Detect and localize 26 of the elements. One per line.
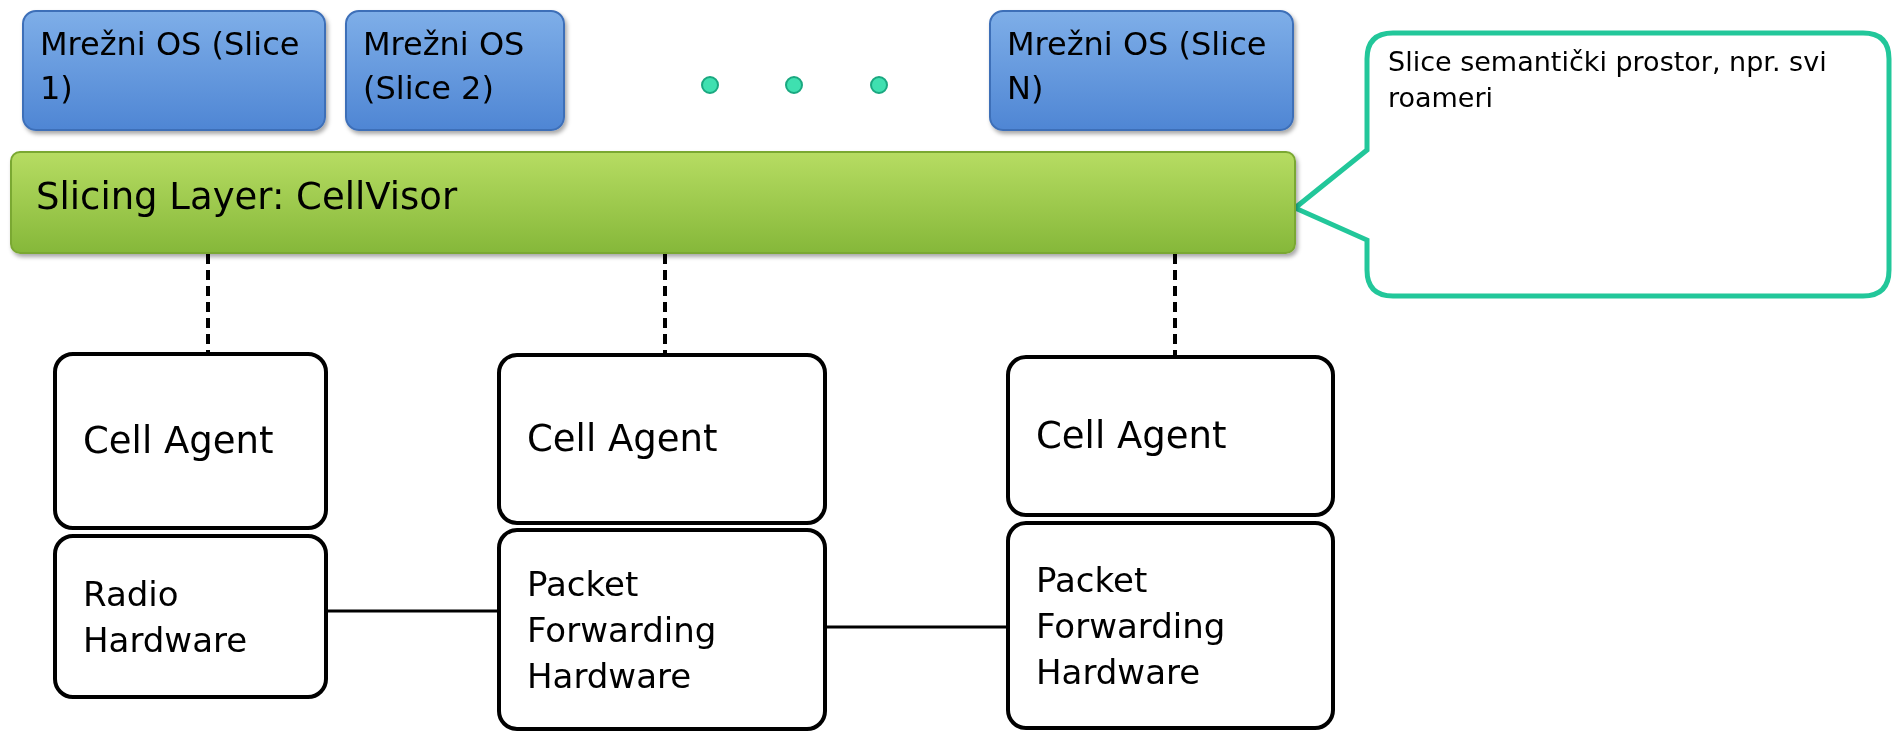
- dashed-connector: [663, 254, 667, 353]
- node-label: Cell Agent: [83, 418, 274, 464]
- node-label: Radio Hardware: [83, 572, 249, 662]
- node-label: Cell Agent: [1036, 413, 1227, 459]
- node-label: Cell Agent: [527, 416, 718, 462]
- node-label: Mrežni OS (Slice 2): [363, 24, 526, 109]
- slicing-layer-bar: [10, 151, 1296, 254]
- connector-line: [328, 609, 497, 613]
- agent-box: [497, 353, 827, 525]
- hardware-box: [53, 534, 328, 699]
- node-label: Packet Forwarding Hardware: [527, 562, 718, 698]
- network-os-box: [989, 10, 1294, 131]
- hardware-box: [1006, 521, 1335, 730]
- node-label: Slicing Layer: CellVisor: [36, 175, 459, 218]
- node-label: Mrežni OS (Slice N): [1007, 24, 1268, 109]
- network-os-box: [345, 10, 565, 131]
- callout-text: Slice semantički prostor, npr. svi roameri: [1388, 45, 1828, 115]
- dashed-connector: [1173, 254, 1177, 355]
- network-os-box: [22, 10, 326, 131]
- dashed-connector: [206, 254, 210, 352]
- agent-box: [1006, 355, 1335, 517]
- node-label: Mrežni OS (Slice 1): [40, 24, 301, 109]
- node-label: Packet Forwarding Hardware: [1036, 558, 1227, 694]
- hardware-box: [497, 528, 827, 731]
- agent-box: [53, 352, 328, 530]
- connector-line: [827, 625, 1006, 629]
